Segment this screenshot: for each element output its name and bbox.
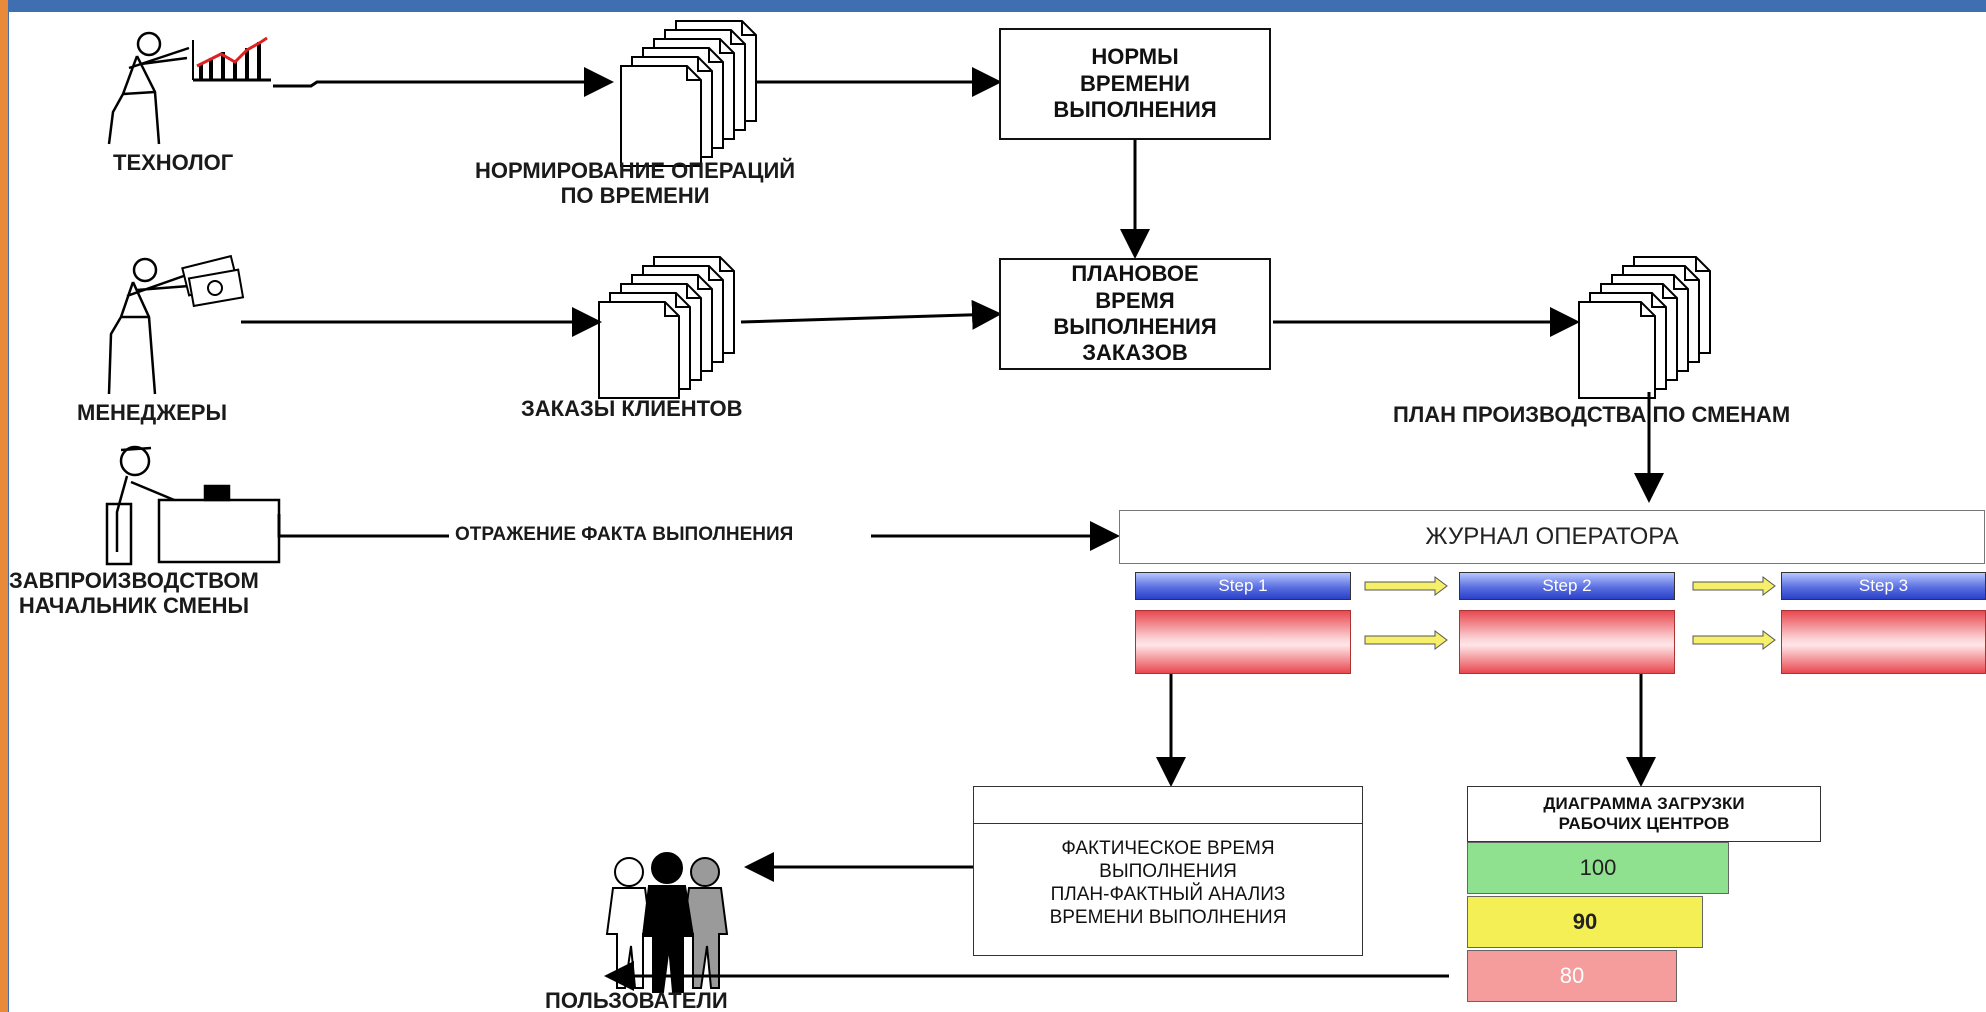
step-arrows xyxy=(1364,576,1776,650)
technologist-figure-icon xyxy=(107,31,190,145)
rationing-documents-icon xyxy=(620,20,757,167)
money-icon xyxy=(181,254,245,308)
actual-time-box: ФАКТИЧЕСКОЕ ВРЕМЯ ВЫПОЛНЕНИЯ ПЛАН-ФАКТНЫ… xyxy=(973,786,1363,956)
client-orders-label: ЗАКАЗЫ КЛИЕНТОВ xyxy=(521,396,743,421)
connector-layer xyxy=(105,20,1776,993)
connector-orders-to-planned xyxy=(740,299,1002,330)
time-norms-line3: ВЫПОЛНЕНИЯ xyxy=(1053,97,1217,123)
rationing-line2: ПО ВРЕМЕНИ xyxy=(560,183,710,209)
time-norms-line1: НОРМЫ xyxy=(1091,44,1179,70)
shift-head-line2: НАЧАЛЬНИК СМЕНЫ xyxy=(18,593,250,619)
step-1: Step 1 xyxy=(1135,572,1351,600)
shift-head-line1: ЗАВПРОИЗВОДСТВОМ xyxy=(9,568,259,593)
client-orders-documents-icon xyxy=(598,256,735,399)
planned-time-line4: ЗАКАЗОВ xyxy=(1082,340,1188,366)
operator-log-title: ЖУРНАЛ ОПЕРАТОРА xyxy=(1425,522,1679,550)
connector-technologist-to-rationing xyxy=(273,67,614,97)
step-arrow xyxy=(1364,630,1448,650)
step-arrow xyxy=(1692,576,1776,596)
shift-plan-label: ПЛАН ПРОИЗВОДСТВА ПО СМЕНАМ xyxy=(1393,402,1791,427)
planned-time-line3: ВЫПОЛНЕНИЯ xyxy=(1053,314,1217,339)
rationing-label: НОРМИРОВАНИЕ ОПЕРАЦИЙ ПО ВРЕМЕНИ xyxy=(475,158,795,209)
technologist-label: ТЕХНОЛОГ xyxy=(113,150,234,175)
load-level-90: 90 xyxy=(1467,896,1703,948)
document-sheet xyxy=(1578,301,1656,399)
actual-time-line3: ПЛАН-ФАКТНЫЙ АНАЛИЗ xyxy=(1050,884,1286,905)
load-chart-title-box: ДИАГРАММА ЗАГРУЗКИ РАБОЧИХ ЦЕНТРОВ xyxy=(1467,786,1821,842)
execution-fact-label: ОТРАЖЕНИЕ ФАКТА ВЫПОЛНЕНИЯ xyxy=(451,524,798,546)
shift-head-label: ЗАВПРОИЗВОДСТВОМ НАЧАЛЬНИК СМЕНЫ xyxy=(9,568,259,619)
time-norms-line2: ВРЕМЕНИ xyxy=(1080,70,1190,96)
actual-time-line4: ВРЕМЕНИ ВЫПОЛНЕНИЯ xyxy=(1049,906,1287,928)
planned-time-line2: ВРЕМЯ xyxy=(1095,287,1175,313)
step-arrow xyxy=(1364,576,1448,596)
load-level-100: 100 xyxy=(1467,842,1729,894)
growth-chart-icon xyxy=(192,36,271,82)
step-2-bar xyxy=(1459,610,1675,674)
diagram-canvas: ТЕХНОЛОГ МЕНЕДЖЕРЫ ЗАВПРОИЗВОДСТВОМ НАЧА… xyxy=(9,12,1986,1012)
operator-log-box: ЖУРНАЛ ОПЕРАТОРА xyxy=(1119,510,1985,564)
actual-time-line2: ВЫПОЛНЕНИЯ xyxy=(1099,861,1237,883)
planned-time-line1: ПЛАНОВОЕ xyxy=(1071,261,1199,287)
load-chart-line1: ДИАГРАММА ЗАГРУЗКИ xyxy=(1543,793,1745,813)
shift-plan-documents-icon xyxy=(1578,256,1711,399)
step-3: Step 3 xyxy=(1781,572,1986,600)
time-norms-box: НОРМЫ ВРЕМЕНИ ВЫПОЛНЕНИЯ xyxy=(999,28,1271,140)
step-arrow xyxy=(1692,630,1776,650)
step-1-bar xyxy=(1135,610,1351,674)
document-sheet xyxy=(598,301,680,399)
load-chart-line2: РАБОЧИХ ЦЕНТРОВ xyxy=(1558,814,1730,833)
manager-figure-icon xyxy=(107,257,196,395)
load-level-80: 80 xyxy=(1467,950,1677,1002)
step-3-bar xyxy=(1781,610,1986,674)
document-sheet xyxy=(620,65,702,167)
operator-at-desk-icon xyxy=(105,445,281,566)
users-label: ПОЛЬЗОВАТЕЛИ xyxy=(545,988,728,1012)
planned-time-box: ПЛАНОВОЕ ВРЕМЯ ВЫПОЛНЕНИЯ ЗАКАЗОВ xyxy=(999,258,1271,370)
step-2: Step 2 xyxy=(1459,572,1675,600)
managers-label: МЕНЕДЖЕРЫ xyxy=(77,400,228,425)
actual-time-line1: ФАКТИЧЕСКОЕ ВРЕМЯ xyxy=(1061,838,1275,860)
users-group-icon xyxy=(605,852,729,993)
rationing-line1: НОРМИРОВАНИЕ ОПЕРАЦИЙ xyxy=(475,158,796,183)
connector-shifthead-to-log xyxy=(277,514,1120,551)
